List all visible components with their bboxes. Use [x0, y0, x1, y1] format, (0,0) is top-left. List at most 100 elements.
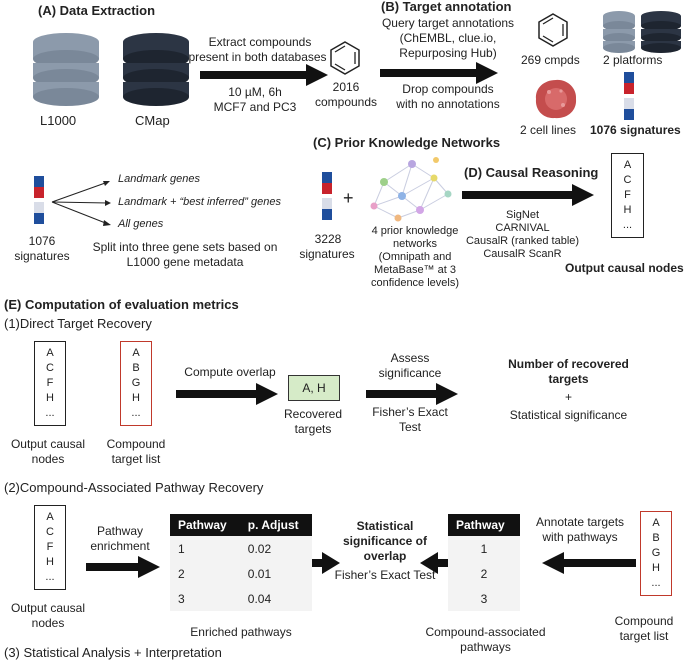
- table-row: 2 0.01: [170, 561, 312, 586]
- cmpds-label: 269 cmpds: [521, 53, 580, 67]
- cell-lines-label: 2 cell lines: [520, 123, 577, 137]
- output-label-e2-2: nodes: [31, 616, 65, 630]
- assoc-label-1: Compound-associated: [425, 625, 546, 639]
- gene-set-best-inferred: Landmark + “best inferred” genes: [118, 196, 281, 208]
- method-carnival: CARNIVAL: [495, 222, 550, 234]
- node-item: ...: [622, 219, 633, 231]
- section-b-title: (B) Target annotation: [381, 0, 512, 14]
- net-label-2: networks: [392, 238, 438, 250]
- output-label-e1-1: Output causal: [10, 437, 86, 451]
- l1000-database-icon: [33, 33, 99, 106]
- method-causalr-ranked: CausalR (ranked table): [465, 235, 580, 247]
- recovered-targets-box: A, H: [288, 375, 340, 401]
- target-item: G: [131, 377, 141, 389]
- split-desc-2: L1000 gene metadata: [126, 255, 244, 269]
- query-label-1: Query target annotations: [381, 16, 515, 30]
- table-cell: 3: [448, 586, 520, 611]
- enriched-pathways-label: Enriched pathways: [190, 625, 292, 639]
- cmap-database-icon: [123, 33, 189, 106]
- node-item: C: [46, 362, 54, 374]
- node-item: A: [46, 511, 54, 523]
- table-cell: 0.01: [239, 561, 312, 586]
- c-sig-count: 3228: [314, 232, 342, 246]
- signature-icon-split: [34, 176, 44, 224]
- recovered-label-1: Recovered: [283, 407, 343, 421]
- query-label-3: Repurposing Hub): [399, 46, 497, 60]
- section-d-title: (D) Causal Reasoning: [464, 165, 599, 180]
- node-item: A: [46, 347, 54, 359]
- compound-count: 2016: [332, 80, 360, 94]
- table-cell: 0.04: [239, 586, 312, 611]
- platforms-icon: [603, 11, 681, 53]
- significance-arrow: [366, 383, 458, 405]
- table-cell: 2: [448, 561, 520, 586]
- enriched-header-padjust: p. Adjust: [239, 514, 312, 536]
- query-label-2: (ChEMBL, clue.io,: [399, 31, 497, 45]
- overlap-right-arrow: [420, 552, 450, 574]
- cell-icon: [535, 79, 577, 119]
- annotate-label-1: Annotate targets: [535, 515, 625, 529]
- node-item: F: [46, 377, 54, 389]
- net-label-5: confidence levels): [370, 277, 460, 289]
- annotate-arrow: [542, 552, 636, 574]
- table-row: 3 0.04: [170, 586, 312, 611]
- db1-label: L1000: [40, 113, 77, 128]
- signatures-label-b: 1076 signatures: [590, 123, 681, 137]
- recovered-label-2: targets: [294, 422, 332, 436]
- target-list-box-e1: A B G H ...: [120, 341, 152, 426]
- gene-set-all: All genes: [118, 218, 164, 230]
- node-item: C: [46, 526, 54, 538]
- stat-label-2: significance of: [342, 534, 428, 548]
- net-label-3: (Omnipath and: [378, 251, 452, 263]
- extract-label-1: Extract compounds: [208, 35, 312, 49]
- result-label-1: Number of recovered: [508, 357, 629, 371]
- target-label-e1-2: target list: [111, 452, 161, 466]
- enriched-pathways-table: Pathway p. Adjust 1 0.02 2 0.01 3 0.04: [170, 514, 312, 611]
- target-item: A: [652, 517, 660, 529]
- table-cell: 0.02: [239, 536, 312, 561]
- node-item: H: [46, 556, 54, 568]
- table-row: 1: [448, 536, 520, 561]
- condition-label-1: 10 µM, 6h: [228, 85, 282, 99]
- target-label-e2-2: target list: [619, 629, 669, 643]
- section-e-title: (E) Computation of evaluation metrics: [4, 297, 239, 312]
- output-nodes-box-d: A C F H ...: [611, 153, 644, 238]
- subsection-direct-target: (1)Direct Target Recovery: [4, 316, 152, 331]
- stat-label-1: Statistical: [356, 519, 414, 533]
- target-item: B: [132, 362, 140, 374]
- target-item: ...: [131, 407, 141, 419]
- platforms-label: 2 platforms: [603, 53, 663, 67]
- causal-arrow: [462, 184, 594, 206]
- split-sig-count: 1076: [28, 234, 56, 248]
- table-row: 3: [448, 586, 520, 611]
- stat-label-3: overlap: [363, 549, 407, 563]
- compound-pathways-table: Pathway 1 2 3: [448, 514, 520, 611]
- extract-arrow: [200, 64, 328, 86]
- output-label-e2-1: Output causal: [10, 601, 86, 615]
- result-label-2: targets: [548, 372, 589, 386]
- pathway-enrichment-label-1: Pathway: [96, 524, 144, 538]
- output-nodes-box-e2: A C F H ...: [34, 505, 66, 590]
- database-icons: [33, 33, 189, 106]
- c-sig-label: signatures: [299, 247, 355, 261]
- node-item: A: [623, 159, 632, 171]
- output-nodes-box-e1: A C F H ...: [34, 341, 66, 426]
- stat-fisher-label: Fisher’s Exact Test: [334, 568, 436, 582]
- node-item: ...: [45, 407, 55, 419]
- compute-overlap-label: Compute overlap: [184, 365, 276, 379]
- node-item: C: [623, 174, 632, 186]
- enriched-header-pathway: Pathway: [170, 514, 240, 536]
- target-label-e2-1: Compound: [614, 614, 674, 628]
- subsection-pathway-recovery: (2)Compound-Associated Pathway Recovery: [4, 480, 264, 495]
- drop-label-1: Drop compounds: [402, 82, 494, 96]
- gene-set-landmark: Landmark genes: [118, 173, 200, 185]
- target-list-box-e2: A B G H ...: [640, 511, 672, 596]
- signature-icon-b: [624, 72, 634, 120]
- assoc-label-2: pathways: [460, 640, 511, 654]
- db2-label: CMap: [135, 113, 170, 128]
- signature-icon-c: [322, 172, 332, 220]
- plus-sign: +: [343, 188, 354, 208]
- network-icon: [370, 157, 452, 222]
- table-row: 2: [448, 561, 520, 586]
- assoc-header-pathway: Pathway: [448, 514, 520, 536]
